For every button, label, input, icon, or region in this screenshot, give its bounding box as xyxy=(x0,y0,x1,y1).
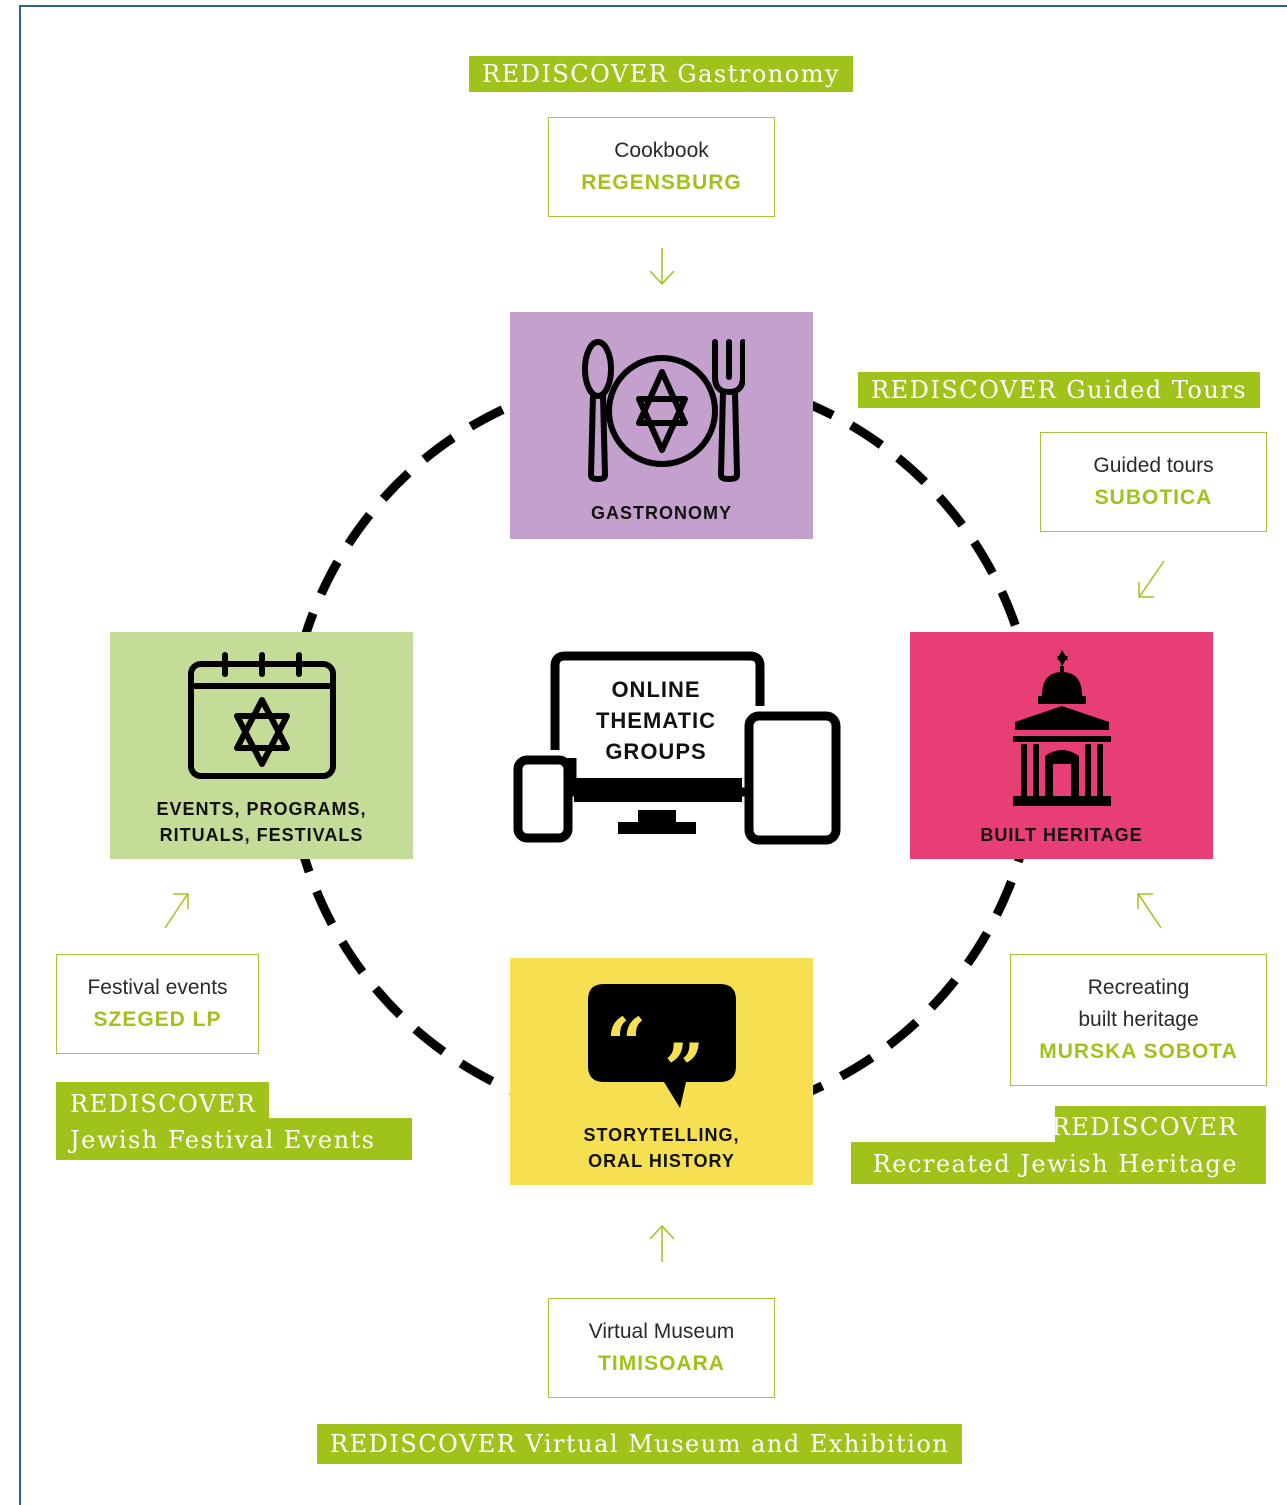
recreated-heritage-banner-bg-bottom xyxy=(851,1142,1266,1184)
festival-banner-bg-top xyxy=(56,1082,269,1124)
arrow-down-icon xyxy=(649,248,675,286)
recreated-heritage-banner-line-2: Recreated Jewish Heritage xyxy=(872,1150,1238,1178)
storytelling-tile: “ ” STORYTELLING, ORAL HISTORY xyxy=(510,958,813,1185)
svg-text:”: ” xyxy=(664,1028,704,1111)
museum-banner: REDISCOVER Virtual Museum and Exhibition xyxy=(317,1424,963,1464)
hub-label-line-2: THEMATIC xyxy=(595,708,717,733)
events-tile: EVENTS, PROGRAMS, RITUALS, FESTIVALS xyxy=(110,632,413,859)
guided-tours-source-box: Guided tours SUBOTICA xyxy=(1040,432,1267,532)
source-city: REGENSBURG xyxy=(581,171,742,194)
recreated-heritage-source-box: Recreating built heritage MURSKA SOBOTA xyxy=(1010,954,1267,1086)
source-description: Cookbook xyxy=(614,139,709,162)
hub-label-line-3: GROUPS xyxy=(605,739,707,764)
events-label-line-1: EVENTS, PROGRAMS, xyxy=(156,799,367,819)
storytelling-label-line-2: ORAL HISTORY xyxy=(588,1151,735,1171)
speech-quote-icon: “ ” xyxy=(588,984,736,1111)
festival-source-box: Festival events SZEGED LP xyxy=(56,954,259,1054)
gastronomy-label: GASTRONOMY xyxy=(590,503,732,523)
gastronomy-banner: REDISCOVER Gastronomy xyxy=(469,56,854,92)
source-description: Virtual Museum xyxy=(588,1320,735,1343)
svg-text:“: “ xyxy=(606,1002,646,1085)
festival-banner-line-2: Jewish Festival Events xyxy=(70,1126,376,1154)
calendar-star-icon xyxy=(188,652,336,779)
source-city: SZEGED LP xyxy=(93,1008,222,1031)
gastronomy-tile: GASTRONOMY xyxy=(510,312,813,539)
plate-star-icon xyxy=(582,339,745,482)
built-heritage-tile: BUILT HERITAGE xyxy=(910,632,1213,859)
arrow-down-left-icon xyxy=(1138,560,1165,598)
devices-icon xyxy=(513,651,841,845)
arrow-up-left-icon xyxy=(1137,893,1162,929)
recreated-heritage-banner-line-1: REDISCOVER xyxy=(1051,1113,1238,1141)
hub-label: ONLINE THEMATIC GROUPS xyxy=(570,674,742,767)
arrow-up-right-icon xyxy=(164,893,189,929)
museum-source-box: Virtual Museum TIMISOARA xyxy=(548,1298,775,1398)
gastronomy-source-box: Cookbook REGENSBURG xyxy=(548,117,775,217)
recreated-heritage-banner-bg-top xyxy=(1055,1106,1266,1148)
hub-label-line-1: ONLINE xyxy=(611,677,701,702)
festival-banner-line-1: REDISCOVER xyxy=(70,1090,257,1118)
guided-tours-banner: REDISCOVER Guided Tours xyxy=(858,372,1261,408)
storytelling-label-line-1: STORYTELLING, xyxy=(583,1125,740,1145)
source-city: SUBOTICA xyxy=(1094,486,1213,509)
source-city: MURSKA SOBOTA xyxy=(1039,1040,1238,1063)
source-city: TIMISOARA xyxy=(598,1352,725,1375)
built-heritage-label: BUILT HERITAGE xyxy=(980,825,1143,845)
events-label-line-2: RITUALS, FESTIVALS xyxy=(159,825,364,845)
source-description-line-2: built heritage xyxy=(1078,1008,1199,1031)
synagogue-icon xyxy=(1013,650,1111,806)
arrow-up-icon xyxy=(649,1224,675,1262)
source-description: Guided tours xyxy=(1093,454,1214,477)
festival-banner-bg-bottom xyxy=(56,1118,412,1160)
source-description: Festival events xyxy=(87,976,228,999)
source-description-line-1: Recreating xyxy=(1087,976,1190,999)
